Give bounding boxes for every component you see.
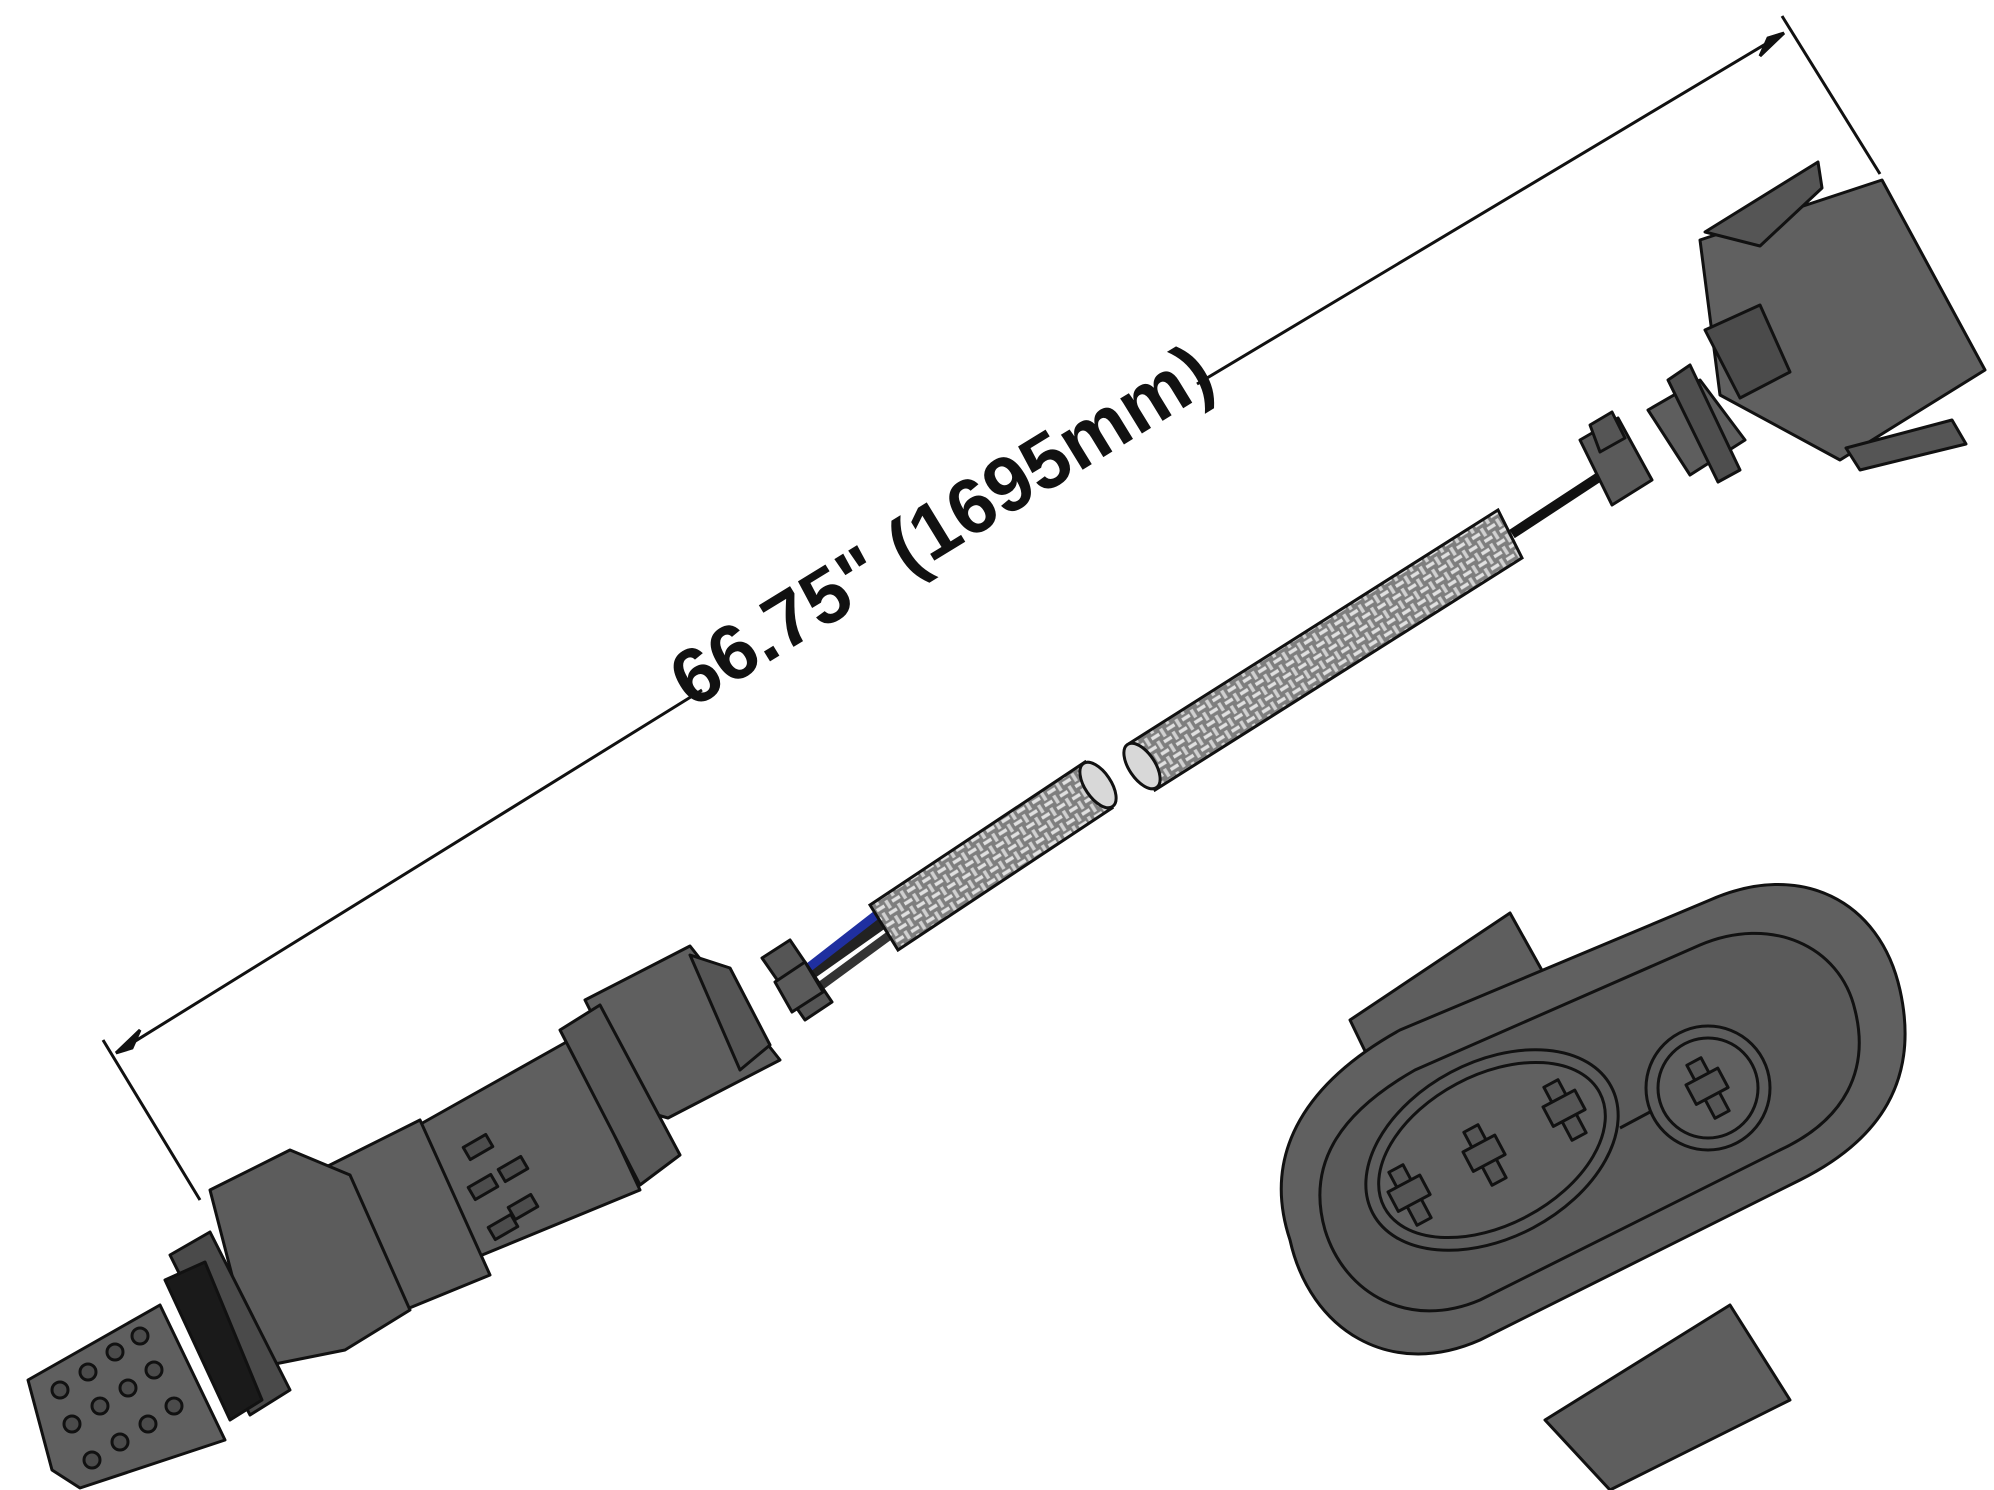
- dimension-line-lower: [115, 688, 703, 1055]
- braided-cable: [867, 507, 1524, 953]
- sensor-sleeve-2: [558, 1003, 682, 1187]
- sensor-neck: [688, 953, 772, 1072]
- braid-end-upper: [1122, 741, 1162, 791]
- connector-latch-top: [1703, 160, 1824, 248]
- connector-boot-tip: [1588, 410, 1627, 454]
- extension-line-right: [1780, 15, 1882, 175]
- connector-side-icon: [1578, 160, 1987, 507]
- connector-wire: [1509, 468, 1608, 539]
- connector-face-tab-bottom: [1543, 1303, 1792, 1490]
- sensor-wire-black: [795, 914, 890, 986]
- braid-end-lower: [1078, 760, 1118, 810]
- extension-line-left: [101, 1039, 202, 1201]
- sensor-wire-blue: [805, 908, 883, 972]
- arrow-left-icon: [114, 1028, 142, 1055]
- dimension-line-upper: [1196, 31, 1785, 386]
- connector-latch-bottom: [1844, 418, 1968, 472]
- connector-face-icon: [1279, 883, 1907, 1490]
- connector-housing: [1698, 178, 1987, 462]
- dimension-label: 66.75" (1695mm): [654, 326, 1227, 724]
- sensor-thread: [163, 1260, 264, 1422]
- pin-4: [1684, 1056, 1731, 1120]
- pin-2: [1461, 1123, 1508, 1187]
- pin-3: [1541, 1078, 1588, 1142]
- cavity-divider: [1619, 1110, 1651, 1130]
- pin-1: [1386, 1163, 1433, 1227]
- sensor-grommet-collar: [773, 960, 825, 1014]
- connector-pins: [1386, 1056, 1731, 1227]
- sensor-vent-slots: [461, 1132, 540, 1242]
- sensor-tip-holes: [50, 1326, 184, 1470]
- sensor-wire-black-2: [812, 931, 893, 994]
- braid-segment-upper: [1128, 507, 1524, 793]
- braid-segment-lower: [867, 759, 1115, 953]
- connector-rib: [1703, 303, 1792, 400]
- arrow-right-icon: [1758, 31, 1786, 58]
- dimension-annotation: [101, 15, 1882, 1201]
- oxygen-sensor-icon: [26, 908, 893, 1490]
- connector-flange: [1666, 363, 1742, 484]
